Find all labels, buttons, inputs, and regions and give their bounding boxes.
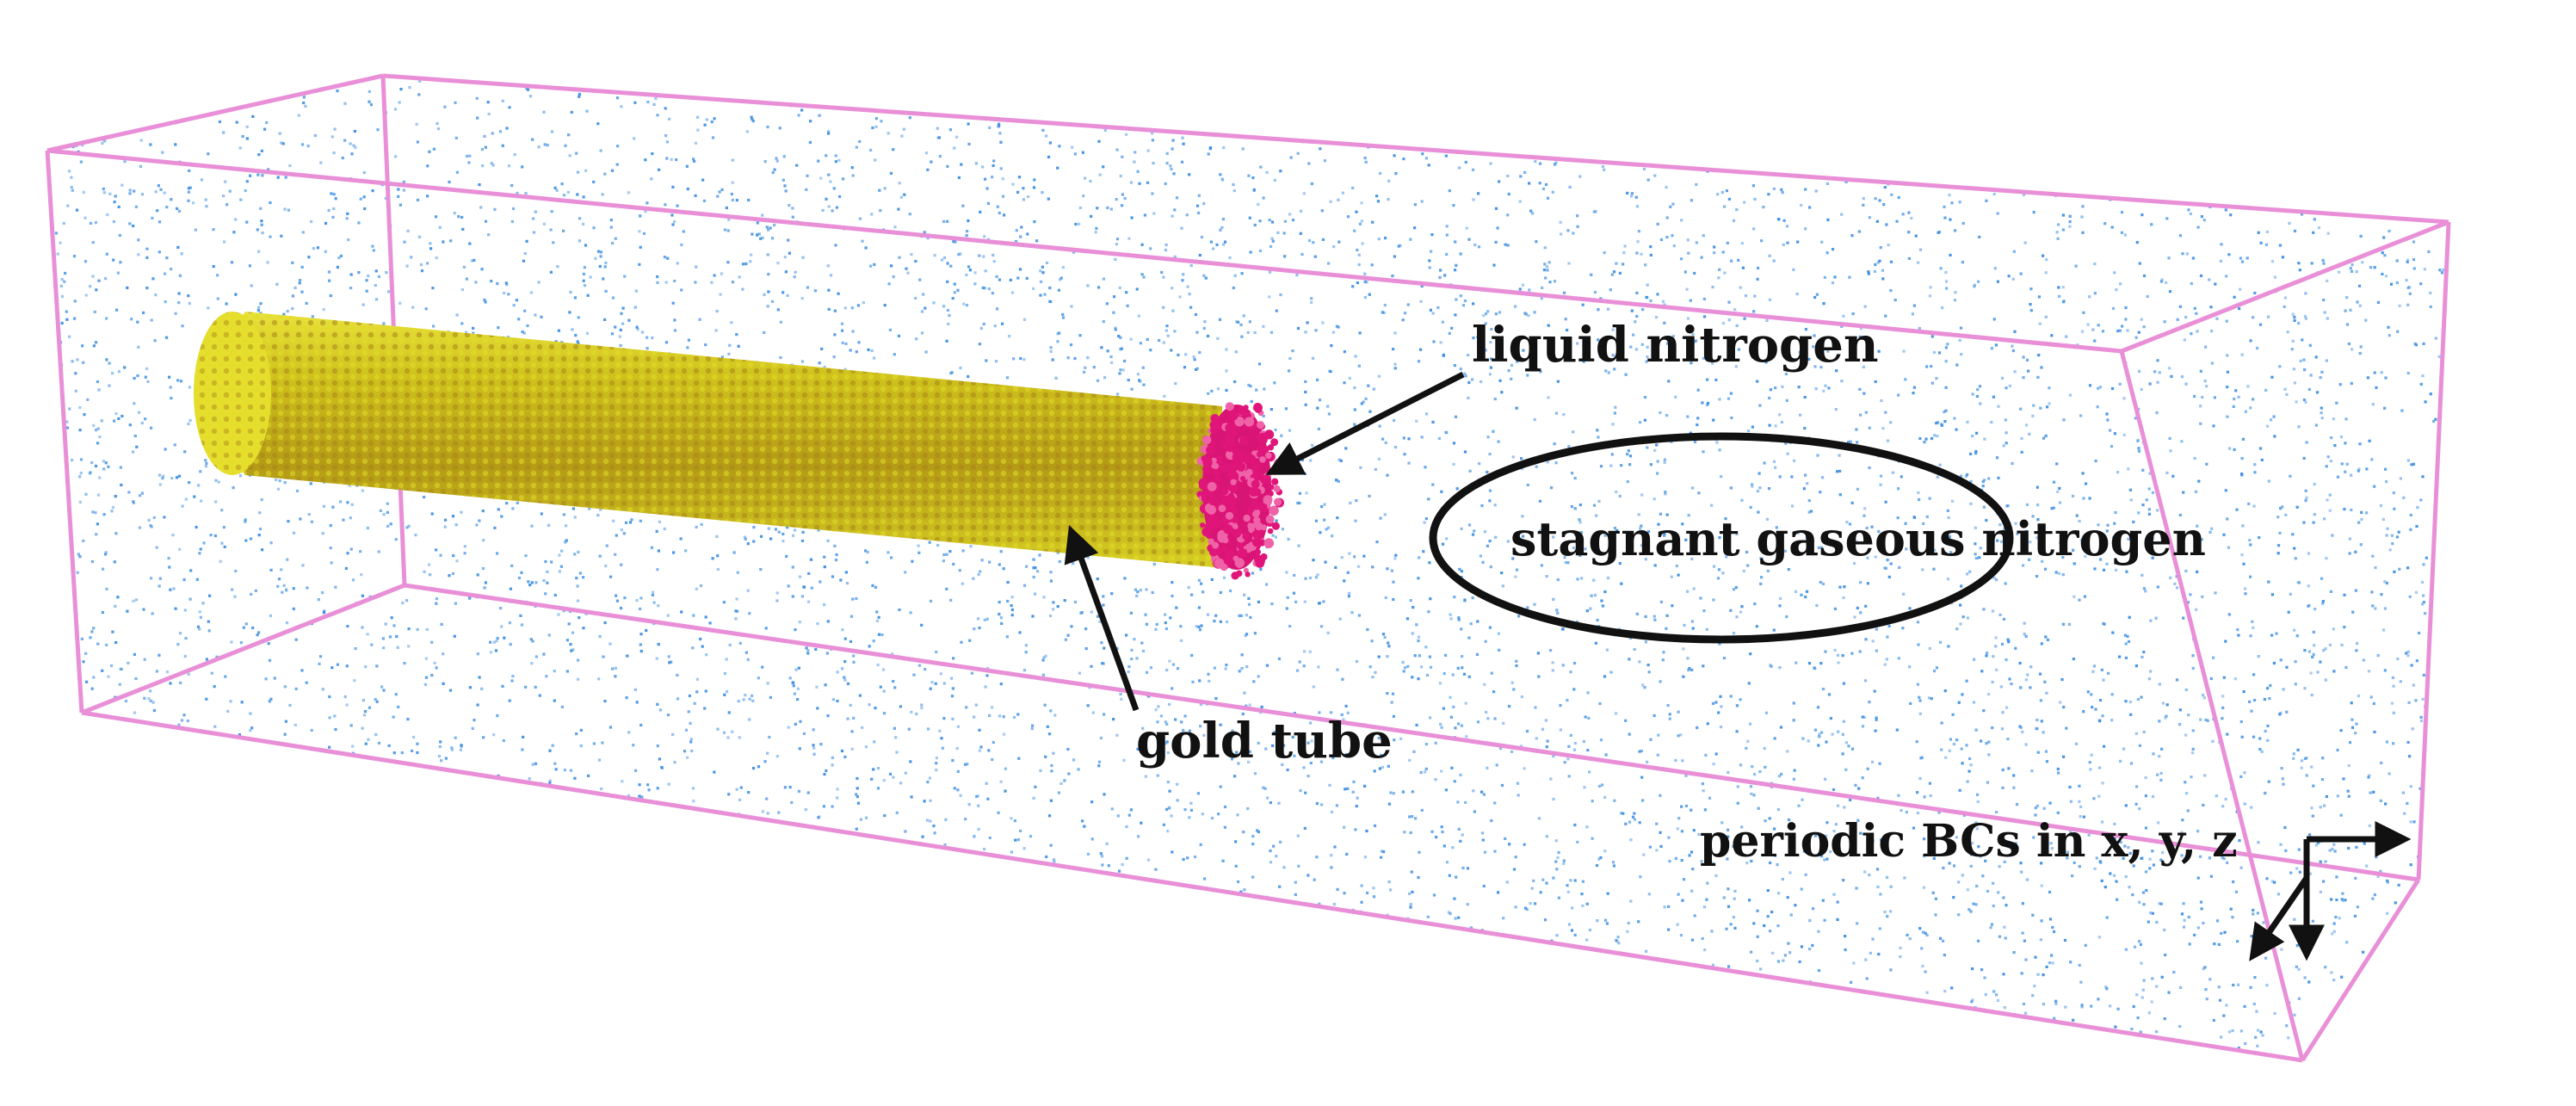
liquid-nitrogen-arrow (1265, 371, 1465, 475)
simulation-box-front-edges (45, 73, 2451, 1063)
stagnant-gas-ellipse (1429, 432, 2014, 644)
gold-tube-label: gold tube (1136, 713, 1393, 769)
coordinate-axes-icon (2249, 821, 2412, 961)
pointer-arrow-icon (1064, 371, 1465, 712)
stagnant-gas-label: stagnant gaseous nitrogen (1510, 511, 2206, 566)
gold-tube-arrow (1064, 525, 1140, 712)
liquid-nitrogen-droplet (1196, 402, 1284, 580)
periodic-bcs-label: periodic BCs in x, y, z (1700, 815, 2238, 868)
gaseous-nitrogen-particles (47, 76, 2449, 1060)
gold-tube-cylinder (194, 312, 1222, 568)
liquid-nitrogen-label: liquid nitrogen (1472, 317, 1879, 374)
